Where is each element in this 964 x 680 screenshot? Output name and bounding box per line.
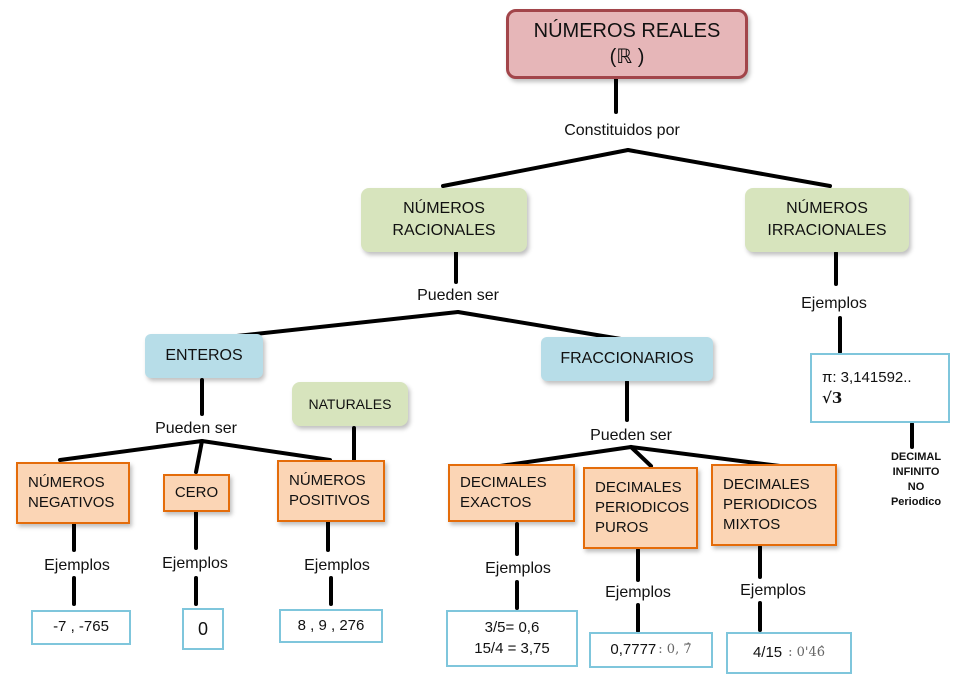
note-line1: DECIMAL [890, 451, 942, 463]
mixtos-ejemplos-label: Ejemplos [740, 582, 806, 599]
mixtos-line3: MIXTOS [723, 516, 781, 534]
puros-ejemplos-label: Ejemplos [605, 584, 671, 601]
fraccionarios-label: FRACCIONARIOS [560, 350, 694, 368]
mixtos-example: 4/15 [752, 643, 783, 661]
exactos-example1: 3/5= 0,6 [484, 619, 540, 637]
irracionales-ejemplos-label: Ejemplos [801, 295, 867, 312]
naturales-node: NATURALES [292, 382, 408, 426]
puros-line3: PUROS [595, 519, 649, 537]
sqrt3-example: √3 [822, 389, 843, 407]
decimales-exactos-node: DECIMALES EXACTOS [448, 464, 575, 522]
root-symbol: (ℝ ) [609, 46, 645, 68]
mixtos-line2: PERIODICOS [723, 495, 818, 513]
positivos-line1: NÚMEROS [289, 471, 366, 489]
note-line3: NO Periodico [890, 480, 942, 508]
constituidos-por-label: Constituidos por [564, 122, 680, 139]
positivos-line2: POSITIVOS [289, 492, 370, 509]
mixtos-example-notation: : 0'46̂ [788, 645, 826, 661]
naturales-label: NATURALES [308, 395, 392, 412]
decimales-mixtos-node: DECIMALES PERIODICOS MIXTOS [711, 464, 837, 546]
root-title: NÚMEROS REALES [533, 20, 721, 42]
racionales-line2: RACIONALES [392, 222, 496, 239]
mixtos-example-box: 4/15 : 0'46̂ [726, 632, 852, 674]
racionales-line1: NÚMEROS [403, 200, 485, 218]
positivos-example: 8 , 9 , 276 [297, 616, 365, 634]
exactos-example-box: 3/5= 0,6 15/4 = 3,75 [446, 610, 578, 667]
negativos-example: -7 , -765 [53, 618, 109, 636]
positivos-example-box: 8 , 9 , 276 [279, 609, 383, 643]
exactos-example2: 15/4 = 3,75 [474, 639, 550, 657]
exactos-line1: DECIMALES [460, 473, 547, 491]
cero-example-box: 0 [182, 608, 224, 650]
negativos-example-box: -7 , -765 [31, 610, 131, 645]
irracionales-example-box: π: 3,141592.. √3 [810, 353, 950, 423]
cero-example: 0 [197, 618, 208, 639]
positivos-ejemplos-label: Ejemplos [304, 557, 370, 574]
puros-example-box: 0,7777 : 0, 7̂ [589, 632, 713, 668]
cero-ejemplos-label: Ejemplos [162, 555, 228, 572]
cero-label: CERO [174, 483, 219, 501]
enteros-node: ENTEROS [145, 334, 263, 378]
note-line2: INFINITO [892, 465, 940, 478]
racionales-node: NÚMEROS RACIONALES [361, 188, 527, 252]
decimales-puros-node: DECIMALES PERIODICOS PUROS [583, 467, 698, 549]
puros-line2: PERIODICOS [595, 498, 690, 516]
pi-example: π: 3,141592.. [822, 368, 912, 386]
irracionales-line1: NÚMEROS [786, 200, 868, 218]
exactos-ejemplos-label: Ejemplos [485, 560, 551, 577]
irracionales-line2: IRRACIONALES [767, 222, 887, 239]
puros-example-notation: : 0, 7̂ [658, 642, 692, 658]
fraccionarios-node: FRACCIONARIOS [541, 337, 713, 381]
negativos-line1: NÚMEROS [28, 473, 105, 491]
puros-example: 0,7777 [610, 640, 657, 658]
decimal-infinito-note: DECIMAL INFINITO NO Periodico [891, 450, 941, 509]
negativos-line2: NEGATIVOS [28, 494, 115, 511]
enteros-pueden-ser-label: Pueden ser [155, 420, 237, 437]
numeros-reales-node: NÚMEROS REALES (ℝ ) [506, 9, 748, 79]
negativos-node: NÚMEROS NEGATIVOS [16, 462, 130, 524]
racionales-pueden-ser-label: Pueden ser [417, 287, 499, 304]
puros-line1: DECIMALES [595, 478, 682, 496]
mixtos-line1: DECIMALES [723, 475, 810, 493]
positivos-node: NÚMEROS POSITIVOS [277, 460, 385, 522]
fraccionarios-pueden-ser-label: Pueden ser [590, 427, 672, 444]
cero-node: CERO [163, 474, 230, 512]
exactos-line2: EXACTOS [460, 494, 532, 511]
enteros-label: ENTEROS [165, 347, 243, 365]
negativos-ejemplos-label: Ejemplos [44, 557, 110, 574]
irracionales-node: NÚMEROS IRRACIONALES [745, 188, 909, 252]
